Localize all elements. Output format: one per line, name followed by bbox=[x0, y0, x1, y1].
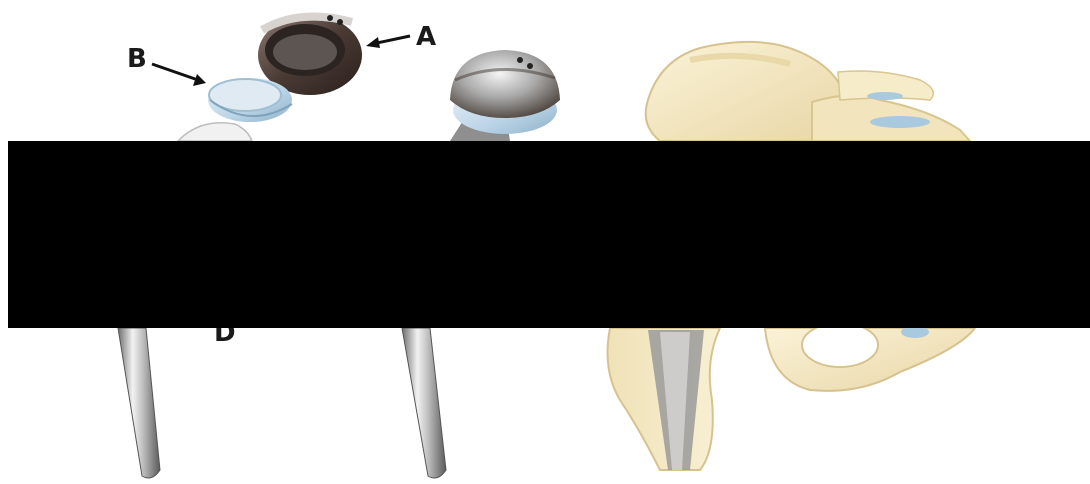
label-a: A bbox=[416, 24, 436, 50]
arrow-b bbox=[152, 64, 206, 86]
redaction-bar bbox=[8, 141, 1090, 328]
femoral-head-exploded bbox=[178, 123, 252, 141]
polyethylene-liner-exploded bbox=[208, 78, 292, 122]
femur-with-implant bbox=[608, 328, 720, 470]
arrow-a bbox=[366, 36, 410, 48]
label-b: B bbox=[127, 46, 147, 72]
femoral-stem-left bbox=[118, 328, 160, 478]
